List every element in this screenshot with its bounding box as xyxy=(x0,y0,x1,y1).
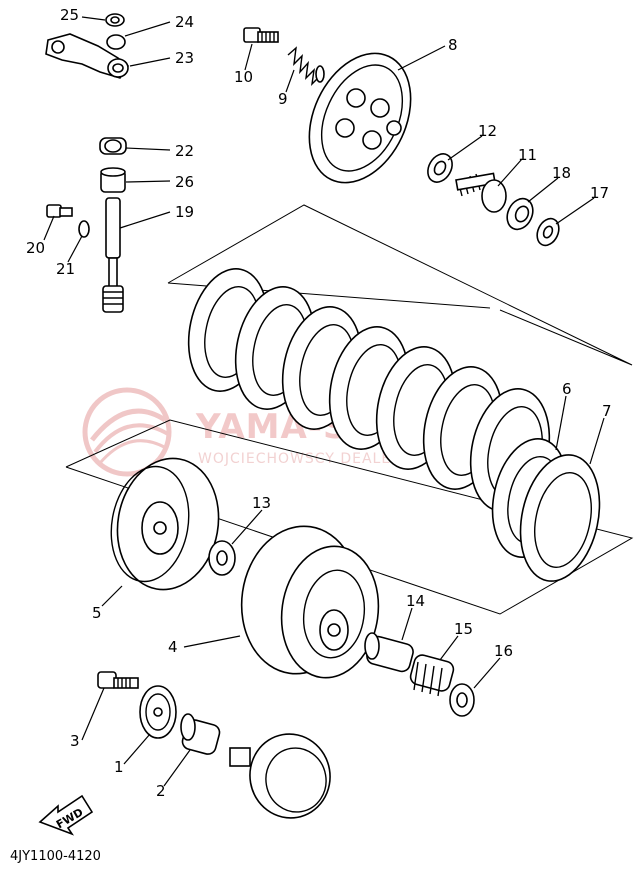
watermark-logo-icon xyxy=(82,387,172,477)
callout-3: 3 xyxy=(70,732,80,750)
callout-7: 7 xyxy=(602,402,612,420)
callout-14: 14 xyxy=(406,592,425,610)
callout-11: 11 xyxy=(518,146,537,164)
callout-9: 9 xyxy=(278,90,288,108)
callout-22: 22 xyxy=(175,142,194,160)
part-bearing-22 xyxy=(99,137,127,155)
callout-19: 19 xyxy=(175,203,194,221)
part-nut-18 xyxy=(506,197,534,231)
friction-plate-7 xyxy=(519,454,601,582)
part-lever-assembly xyxy=(45,13,130,79)
callout-26: 26 xyxy=(175,173,194,191)
part-washer-21 xyxy=(78,220,90,238)
part-gear-1 xyxy=(139,685,177,739)
fwd-arrow-icon: FWD xyxy=(38,794,94,836)
callout-10: 10 xyxy=(234,68,253,86)
callout-5: 5 xyxy=(92,604,102,622)
part-pressure-plate-8 xyxy=(308,52,412,184)
drawing-code: 4JY1100-4120 xyxy=(10,849,101,864)
part-push-rod-11 xyxy=(455,172,507,213)
part-clutch-boss-4 xyxy=(240,525,380,679)
part-needle-bearing-15 xyxy=(409,654,455,697)
callout-21: 21 xyxy=(56,260,75,278)
callout-25: 25 xyxy=(60,6,79,24)
callout-17: 17 xyxy=(590,184,609,202)
part-clutch-plates xyxy=(187,268,601,582)
callout-13: 13 xyxy=(252,494,271,512)
part-push-rod-19 xyxy=(102,197,124,313)
part-bolt-3 xyxy=(97,671,139,689)
callouts: 25 24 23 22 26 19 20 21 10 9 8 12 11 18 … xyxy=(26,6,612,800)
callout-20: 20 xyxy=(26,239,45,257)
part-lock-washer-17 xyxy=(536,217,560,247)
part-thrust-washer-13 xyxy=(208,540,236,576)
part-washer-12 xyxy=(427,153,453,183)
callout-4: 4 xyxy=(168,638,178,656)
part-bolt-20 xyxy=(46,204,73,218)
part-spring-9 xyxy=(287,46,325,86)
callout-12: 12 xyxy=(478,122,497,140)
callout-1: 1 xyxy=(114,758,124,776)
callout-15: 15 xyxy=(454,620,473,638)
part-collar-26 xyxy=(100,167,126,193)
callout-16: 16 xyxy=(494,642,513,660)
part-pinion-assembly xyxy=(229,733,331,819)
part-collar-2 xyxy=(180,713,221,755)
part-washer-16 xyxy=(449,683,475,717)
leader-lines xyxy=(43,16,605,787)
part-collar-14 xyxy=(364,632,414,673)
callout-24: 24 xyxy=(175,13,194,31)
callout-6: 6 xyxy=(562,380,572,398)
callout-8: 8 xyxy=(448,36,458,54)
callout-23: 23 xyxy=(175,49,194,67)
part-bolt-10 xyxy=(243,27,279,43)
callout-18: 18 xyxy=(552,164,571,182)
callout-2: 2 xyxy=(156,782,166,800)
part-primary-driven-gear-5 xyxy=(110,457,220,591)
